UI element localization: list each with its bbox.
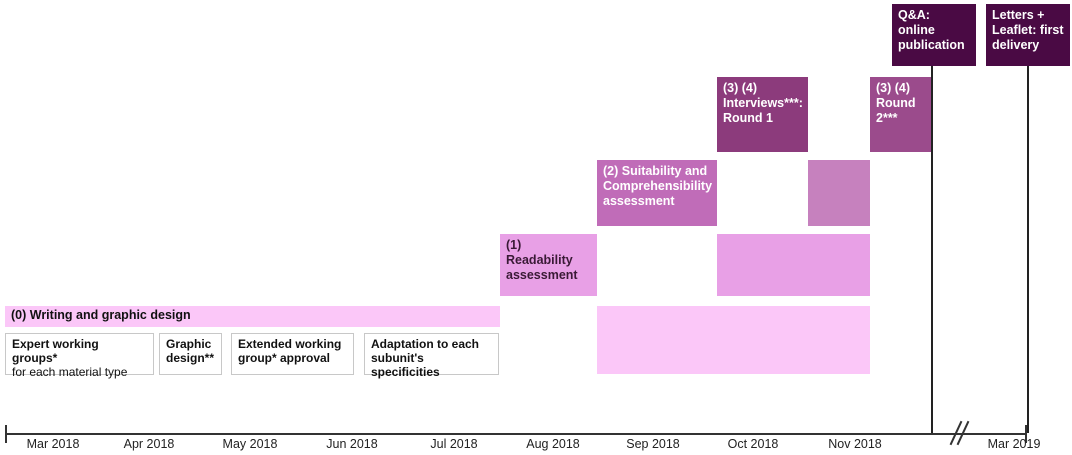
suitability-label: (2) Suitability and Comprehensibility as… (603, 164, 713, 208)
axis-tick-end (1025, 425, 1027, 443)
suitability-block: (2) Suitability and Comprehensibility as… (597, 160, 717, 226)
qa-milestone-block: Q&A: online publication (892, 4, 976, 66)
subtask-graphic-design: Graphic design** (159, 333, 222, 375)
month-label-mar-2018: Mar 2018 (26, 437, 80, 451)
round2-label: (3) (4) Round 2*** (876, 81, 916, 125)
month-label-nov-2018: Nov 2018 (828, 437, 882, 451)
month-label-aug-2018: Aug 2018 (526, 437, 580, 451)
subtask-expert-groups-normal: for each material type (12, 365, 128, 379)
phase-extension-medium (808, 160, 870, 226)
writing-label: (0) Writing and graphic design (11, 308, 191, 322)
phase-extension-lightest (597, 306, 870, 374)
axis-tick-start (5, 425, 7, 443)
month-label-jun-2018: Jun 2018 (326, 437, 378, 451)
letters-milestone-block: Letters + Leaflet: first delivery (986, 4, 1070, 66)
month-label-mar-2019: Mar 2019 (987, 437, 1041, 451)
interviews-round1-label: (3) (4) Interviews***: Round 1 (723, 81, 803, 125)
letters-milestone-label: Letters + Leaflet: first delivery (992, 8, 1064, 52)
subtask-expert-groups: Expert working groups* for each material… (5, 333, 154, 379)
round2-block: (3) (4) Round 2*** (870, 77, 932, 152)
subtask-graphic-design-bold: Graphic design** (166, 337, 215, 365)
subtask-extended-approval: Extended working group* approval (231, 333, 354, 375)
month-label-may-2018: May 2018 (222, 437, 278, 451)
readability-label: (1) Readability assessment (506, 238, 578, 282)
subtask-adaptation-bold: Adaptation to each subunit's specificiti… (371, 337, 480, 379)
interviews-round1-block: (3) (4) Interviews***: Round 1 (717, 77, 808, 152)
phase-extension-light (717, 234, 870, 296)
month-label-apr-2018: Apr 2018 (123, 437, 175, 451)
qa-milestone-line (931, 66, 933, 433)
qa-milestone-label: Q&A: online publication (898, 8, 965, 52)
writing-bar: (0) Writing and graphic design (5, 306, 500, 327)
letters-milestone-line (1027, 66, 1029, 433)
readability-block: (1) Readability assessment (500, 234, 597, 296)
subtask-extended-approval-bold: Extended working group* approval (238, 337, 342, 365)
timeline-axis (5, 433, 1027, 435)
month-label-jul-2018: Jul 2018 (430, 437, 478, 451)
subtask-expert-groups-bold: Expert working groups* (12, 337, 99, 365)
subtask-adaptation: Adaptation to each subunit's specificiti… (364, 333, 499, 379)
month-label-sep-2018: Sep 2018 (626, 437, 680, 451)
month-label-oct-2018: Oct 2018 (727, 437, 779, 451)
